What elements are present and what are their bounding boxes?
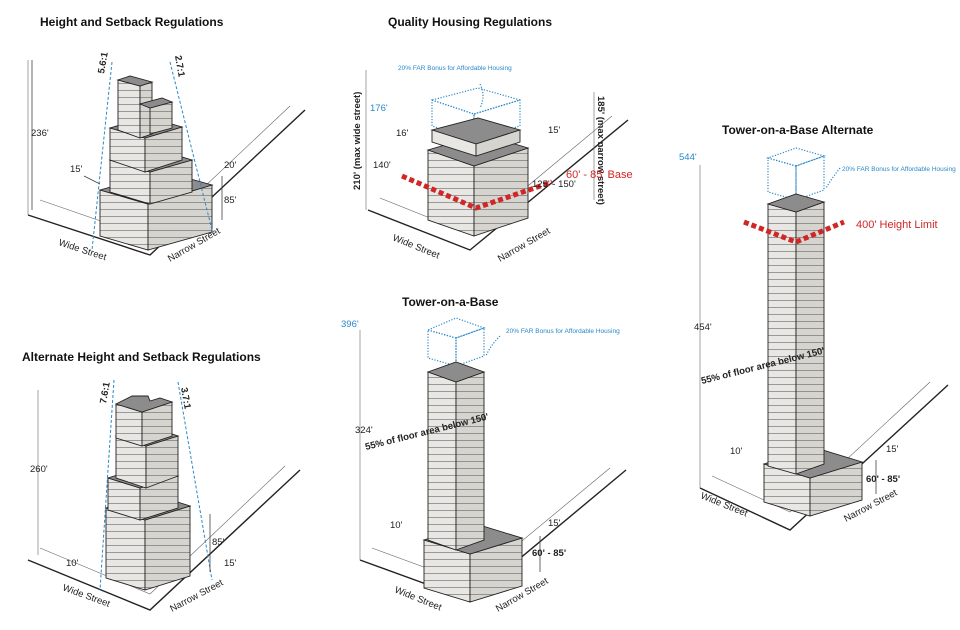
building [104,395,192,591]
sidewalk-line [39,465,286,595]
setback-wide-leader [83,175,101,185]
base-height: 85' [224,195,237,206]
height-limit-label: 400' Height Limit [856,219,938,231]
base-height: 85' [212,537,225,548]
setback-wide: 15' [70,164,83,175]
bonus-label: 20% FAR Bonus for Affordable Housing [842,166,956,173]
bonus-height: 396' [341,319,359,330]
height-label: 236' [31,128,49,139]
wide-street-label: Wide Street [699,491,749,520]
building [426,117,530,237]
wide-street-label: Wide Street [61,582,112,609]
panel-title: Tower-on-a-Base Alternate [722,123,874,137]
panel-alternate-height-setback: Alternate Height and Setback Regulations… [22,350,301,615]
bonus-envelope [766,147,826,201]
setback-narrow: 20' [224,160,237,171]
ratio-right: 3.7:1 [178,387,193,411]
bonus-leader [825,167,841,189]
building [762,193,864,517]
setback-wide: 10' [730,446,743,457]
base-label: 60' - 85' Base [566,169,633,181]
bonus-leader [479,83,484,109]
bonus-height: 176' [370,103,388,114]
panel-title: Height and Setback Regulations [40,15,224,29]
base-range: 125' - 150' [532,179,576,190]
narrow-street-label: Narrow Street [496,226,553,265]
base-range: 60' - 85' [532,548,566,559]
ratio-left: 5.6:1 [96,51,111,75]
street-edge [699,384,949,531]
panel-tower-on-a-base-alternate: Tower-on-a-Base Alternate 544' 20% FAR B… [679,123,956,531]
height-label: 324' [355,425,373,436]
height-wide: 210' (max wide street) [352,92,363,190]
panel-height-setback: Height and Setback Regulations 236' 5.6 [27,15,306,265]
sidewalk-line [711,381,931,513]
setback-narrow: 15' [224,558,237,569]
height-label: 260' [30,464,48,475]
building [98,75,214,251]
sky-plane-wide [99,379,115,591]
setback-narrow: 15' [548,518,561,529]
height-label: 454' [694,322,712,333]
setback-wide: 10' [390,520,403,531]
bonus-label: 20% FAR Bonus for Affordable Housing [506,328,620,335]
base-height-band [401,173,553,211]
street-edge [27,109,306,256]
panel-quality-housing: Quality Housing Regulations 210' (max wi… [352,15,633,265]
setback-narrow: 15' [548,125,561,136]
setback-narrow: 15' [886,444,899,455]
building [422,361,524,603]
bonus-height: 544' [679,152,697,163]
wide-street-label: Wide Street [57,237,108,263]
panel-title: Quality Housing Regulations [388,15,552,29]
height-narrow: 185' (max narrow street) [595,96,606,205]
panel-title: Alternate Height and Setback Regulations [22,350,261,364]
setback-wide: 16' [396,128,409,139]
wide-street-label: Wide Street [391,233,441,262]
sky-plane-narrow [169,61,213,231]
bonus-envelope [426,317,486,367]
panel-title: Tower-on-a-Base [402,295,499,309]
setback-wide: 10' [66,558,79,569]
height-limit-band [743,219,845,245]
sky-plane-wide [91,61,113,251]
height-140: 140' [373,160,391,171]
sky-plane-narrow [177,381,213,581]
ratio-left: 7.6:1 [98,381,113,405]
base-range: 60' - 85' [866,474,900,485]
street-edge [367,119,629,251]
bonus-label: 20% FAR Bonus for Affordable Housing [398,65,512,72]
panel-tower-on-a-base: Tower-on-a-Base 396' 20% FAR Bonus for A… [341,295,627,615]
bonus-leader [485,335,501,357]
street-edge [27,469,301,611]
ratio-right: 2.7:1 [172,55,187,79]
narrow-street-label: Narrow Street [168,577,225,614]
